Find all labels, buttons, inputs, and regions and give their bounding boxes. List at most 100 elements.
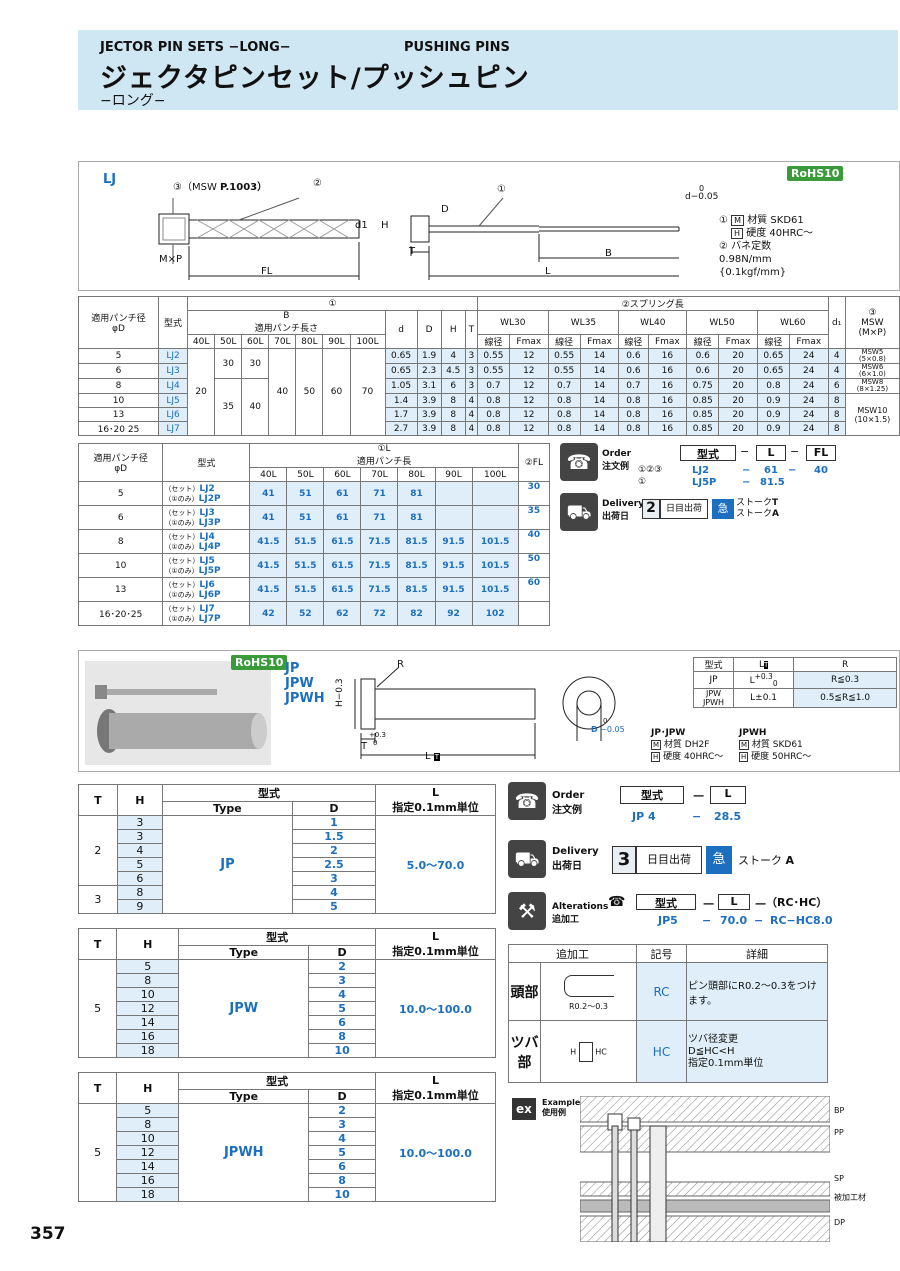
th-wire: 線径: [618, 334, 649, 349]
rt-r2-l: L±0.1: [732, 687, 795, 708]
cell-l: 41: [249, 505, 288, 530]
dim-fl: FL: [261, 266, 273, 277]
mat-m1-text: 材質 DH2F: [663, 740, 710, 750]
set-label: （セット）: [164, 484, 200, 493]
note-num: ①: [719, 215, 728, 226]
cell-spring: 0.8: [618, 407, 649, 422]
cell-l: 61.5: [323, 577, 362, 602]
cell-h: 8: [116, 885, 163, 900]
cell-msw: MSW10(10×1.5): [844, 393, 900, 436]
cell-h: 14: [116, 1015, 180, 1030]
rt-h-l: LT: [732, 657, 795, 672]
cell-spring: 0.65: [756, 363, 790, 379]
cell-type: JPW: [178, 959, 310, 1058]
delivery-jp: 出荷日: [602, 512, 630, 522]
cell-T: 3: [464, 378, 478, 394]
cell-d: 2: [308, 1103, 376, 1118]
cell-h: 6: [116, 871, 163, 886]
type-only: （①のみ）LJ2P: [164, 494, 248, 504]
cell-l: 71: [360, 505, 399, 530]
th-l-label: L: [431, 1073, 439, 1087]
dim-r: R: [397, 659, 404, 670]
cell-l: 62: [323, 601, 362, 626]
th-d: D: [291, 801, 377, 816]
cell-spring: 14: [579, 421, 620, 436]
th-len: 100L: [471, 467, 519, 482]
cell-h: 5: [116, 857, 163, 872]
cell-H: 4: [440, 348, 466, 364]
cell-d: 6: [308, 1015, 376, 1030]
order-r1-fl: 40: [814, 465, 828, 476]
cell-b: 30: [214, 348, 243, 379]
label-pp: PP: [834, 1128, 844, 1137]
rt-r1-tol0: 0: [772, 678, 778, 688]
only-label: （①のみ）: [164, 518, 199, 527]
dash: −: [740, 445, 750, 458]
cell-b: 35: [214, 378, 243, 436]
type-set: （セット）LJ7: [164, 604, 248, 614]
cell-d: 4: [291, 885, 377, 900]
th-msw-label: MSW: [861, 317, 884, 328]
cell-spring: 16: [647, 363, 688, 379]
cell-l: 81.5: [397, 529, 436, 554]
th-wire: 線径: [476, 334, 510, 349]
urgent-icon: 急: [712, 499, 734, 519]
cell-spring: 0.8: [547, 407, 581, 422]
dash: −: [702, 914, 712, 927]
label-bp: BP: [834, 1106, 845, 1115]
dim-t-tol0: 0: [373, 739, 378, 747]
cell-spring: 14: [579, 348, 620, 364]
note-line-2: H 硬度 40HRC〜: [719, 227, 813, 240]
cell-D: 2.3: [416, 363, 442, 379]
rt-r1-l: L+0.30: [732, 671, 795, 689]
alt-r1-det: ピン頭部にR0.2〜0.3をつけます。: [686, 962, 828, 1021]
alter-jp: 追加工: [552, 915, 580, 925]
order-col-l: L: [756, 445, 786, 461]
cell-spring: 20: [718, 421, 758, 436]
cell-h: 10: [116, 1131, 180, 1146]
cell-l: 51.5: [286, 577, 325, 602]
cell-spring: 0.9: [756, 393, 790, 408]
th-len: 70L: [268, 334, 297, 349]
th-l-sub: 適用パンチ長: [356, 457, 412, 467]
type-set: （セット）LJ6: [164, 580, 248, 590]
delivery-days: 2: [642, 499, 660, 519]
cell-h: 16: [116, 1173, 180, 1188]
cell-l: 72: [360, 601, 399, 626]
cell-l: 51: [286, 481, 325, 506]
cell-H: 6: [440, 378, 466, 394]
th-fmax: Fmax: [508, 334, 549, 349]
set-label: （セット）: [164, 532, 200, 541]
stroke-label: ストーク: [736, 509, 773, 519]
cell-l: 101.5: [471, 577, 519, 602]
dash: −: [788, 465, 797, 476]
th-wire: 線径: [547, 334, 581, 349]
cell-t: 5: [77, 1103, 118, 1202]
th-fmax: Fmax: [579, 334, 620, 349]
th-type: 型式: [157, 296, 189, 349]
cell-spring: 12: [508, 348, 549, 364]
cell-spring: 24: [788, 378, 829, 394]
type-set-code: LJ3: [199, 507, 215, 518]
alter-v3: RC−HC8.0: [770, 914, 833, 927]
dash: −: [702, 894, 716, 913]
dim-h: H−0.3: [335, 678, 345, 707]
label-dp: DP: [834, 1218, 845, 1227]
cell-l: 81.5: [397, 553, 436, 578]
badge-h: H: [731, 228, 744, 239]
alt-r2-code: HC: [636, 1020, 687, 1083]
